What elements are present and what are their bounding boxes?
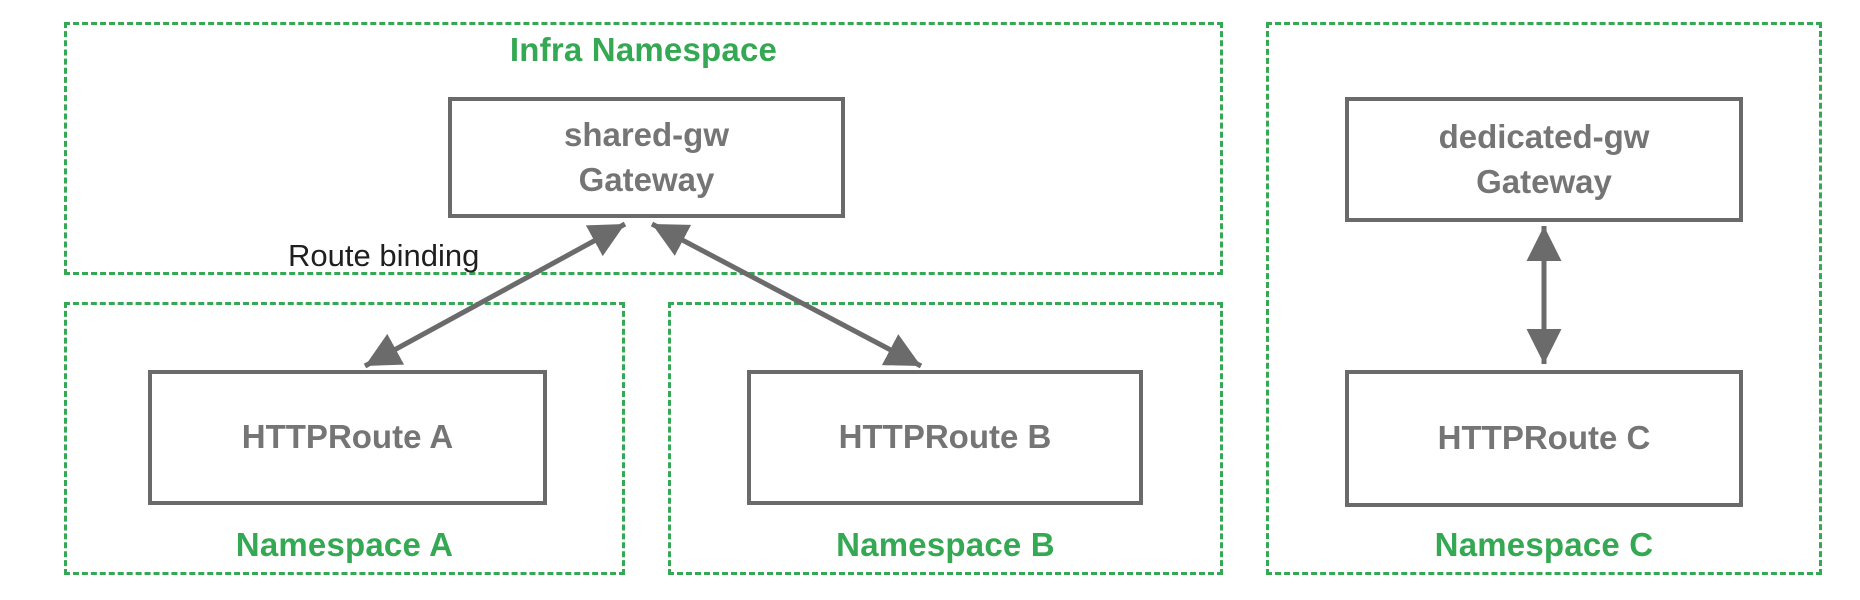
infra-namespace-box: Infra Namespace xyxy=(64,22,1223,275)
httproute-c-node-label: HTTPRoute C xyxy=(1437,419,1651,457)
namespace-b-label: Namespace B xyxy=(836,526,1055,563)
dedicated-gw-name: dedicated-gw xyxy=(1438,117,1650,155)
dedicated-gw-gateway-node: dedicated-gw Gateway xyxy=(1345,97,1743,222)
namespace-a-label: Namespace A xyxy=(235,526,454,563)
dedicated-gw-gateway-node-label: dedicated-gw Gateway xyxy=(1439,115,1650,204)
namespace-c-label: Namespace C xyxy=(1434,526,1654,563)
shared-gw-gateway-node-label: shared-gw Gateway xyxy=(564,113,729,202)
httproute-b-node-label: HTTPRoute B xyxy=(838,418,1052,456)
dedicated-gw-kind: Gateway xyxy=(1476,162,1612,200)
namespace-c-box: Namespace C xyxy=(1266,22,1822,575)
shared-gw-name: shared-gw xyxy=(563,115,730,153)
route-binding-label: Route binding xyxy=(288,238,480,273)
httproute-a-node: HTTPRoute A xyxy=(148,370,547,505)
shared-gw-kind: Gateway xyxy=(578,160,715,198)
shared-gw-gateway-node: shared-gw Gateway xyxy=(448,97,845,218)
httproute-b-node: HTTPRoute B xyxy=(747,370,1143,505)
httproute-a-node-label: HTTPRoute A xyxy=(241,418,454,456)
namespace-b-box: Namespace B xyxy=(668,302,1223,575)
httproute-c-node: HTTPRoute C xyxy=(1345,370,1743,507)
infra-namespace-label: Infra Namespace xyxy=(509,31,778,68)
namespace-a-box: Namespace A xyxy=(64,302,625,575)
